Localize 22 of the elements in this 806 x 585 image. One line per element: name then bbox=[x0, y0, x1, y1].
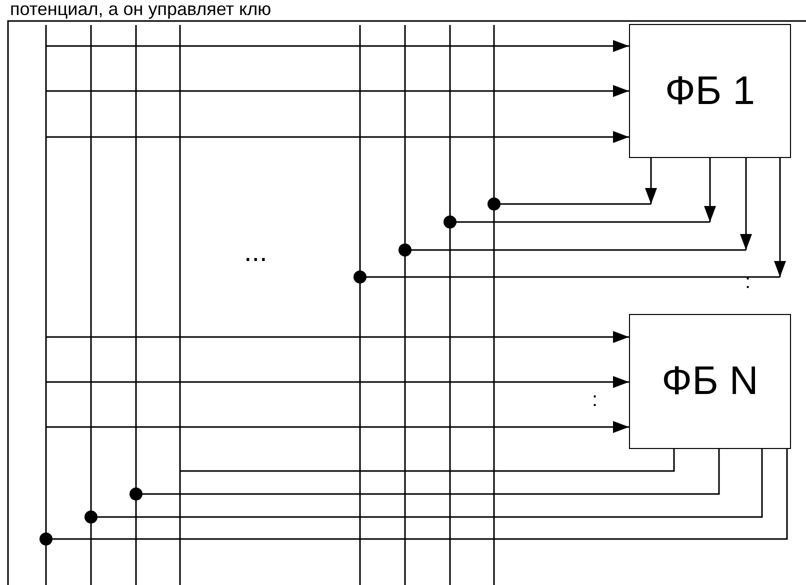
signal-connector bbox=[46, 40, 629, 52]
block-label: ФБ 1 bbox=[664, 68, 756, 114]
signal-connector bbox=[645, 158, 657, 204]
signal-connector bbox=[46, 376, 629, 388]
signal-connector bbox=[46, 131, 629, 143]
signal-connector bbox=[46, 331, 629, 343]
ellipsis: : bbox=[592, 390, 598, 410]
signal-connector bbox=[46, 85, 629, 97]
signal-connector bbox=[704, 158, 716, 222]
signal-connector bbox=[774, 158, 786, 277]
signal-connector bbox=[40, 449, 788, 546]
signal-connector bbox=[130, 449, 720, 500]
body-text: потенциал, а он управляет клю bbox=[10, 0, 272, 18]
function-block bbox=[629, 24, 791, 158]
ellipsis: ... bbox=[244, 238, 268, 266]
function-block bbox=[629, 314, 791, 449]
signal-connector bbox=[740, 158, 752, 250]
block-label: ФБ N bbox=[662, 359, 758, 404]
ellipsis: : bbox=[745, 272, 751, 292]
signal-connector bbox=[46, 421, 629, 433]
signal-connector bbox=[180, 449, 675, 472]
signal-connector bbox=[84, 449, 763, 524]
